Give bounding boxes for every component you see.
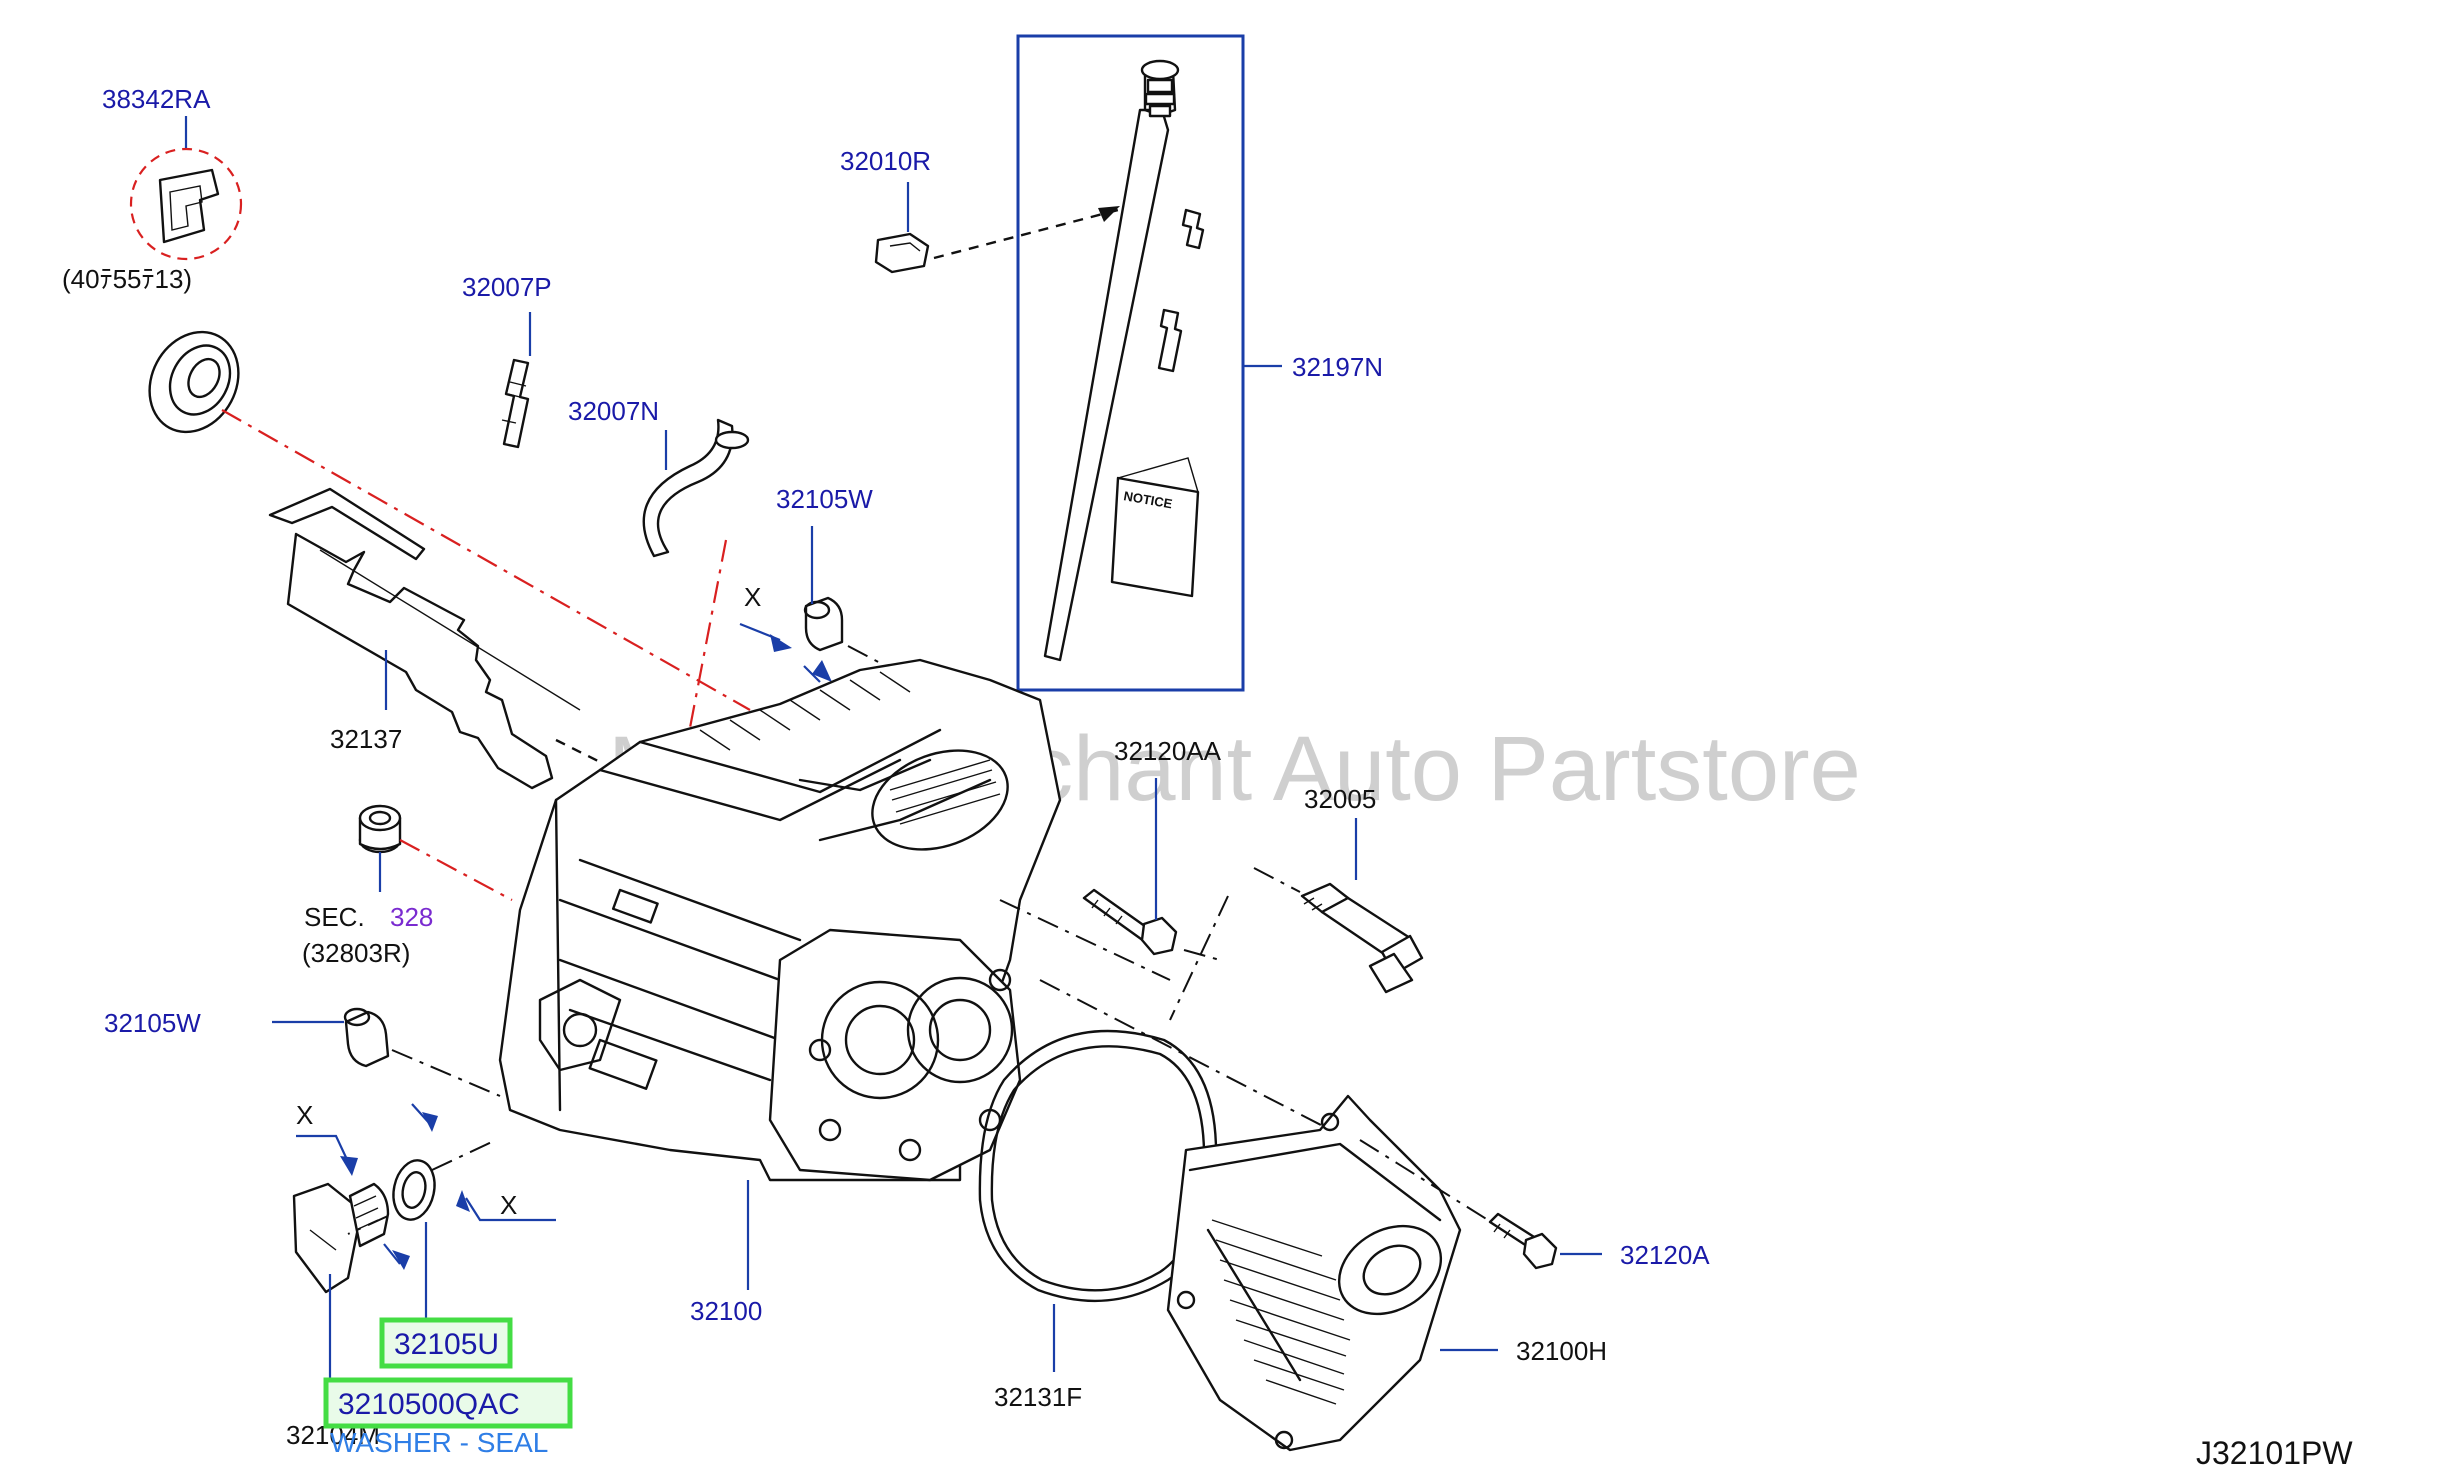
bearing-icon[interactable]	[133, 316, 256, 447]
callout-label[interactable]: (32803R)	[302, 938, 410, 968]
highlight-description: WASHER - SEAL	[330, 1427, 548, 1458]
vent-pipe-part[interactable]	[501, 358, 530, 449]
callout-label[interactable]: 328	[390, 902, 433, 932]
bushing-lower-part[interactable]	[343, 1007, 390, 1068]
x-marker-top: X	[744, 582, 761, 612]
bolt-lower-part[interactable]	[1488, 1212, 1558, 1270]
diagram-code: J32101PW	[2196, 1435, 2353, 1471]
callout-label[interactable]: 32007N	[568, 396, 659, 426]
sleeve-part[interactable]	[358, 804, 402, 854]
callout-label[interactable]: 32105W	[776, 484, 873, 514]
callout-label[interactable]: 32131F	[994, 1382, 1082, 1412]
deflector-plate-part[interactable]	[268, 487, 581, 790]
breather-hose-part[interactable]	[642, 418, 750, 558]
callout-label[interactable]: 32120A	[1620, 1240, 1710, 1270]
highlight-oem-number[interactable]: 3210500QAC	[338, 1388, 520, 1421]
extension-cover-part[interactable]	[1166, 1094, 1462, 1452]
callout-label[interactable]: 32005	[1304, 784, 1376, 814]
callout-label[interactable]: 32105W	[104, 1008, 201, 1038]
bushing-upper-part[interactable]	[803, 596, 844, 652]
callout-label[interactable]: 32100	[690, 1296, 762, 1326]
callout-label[interactable]: 32137	[330, 724, 402, 754]
callout-label: (40ﾃ55ﾃ13)	[62, 264, 192, 294]
x-marker-left: X	[296, 1100, 313, 1130]
clip-part[interactable]	[874, 232, 930, 274]
x-marker-right: X	[500, 1190, 517, 1220]
transmission-case-part[interactable]	[498, 658, 1062, 1182]
sensor-part[interactable]	[1300, 882, 1424, 994]
callout-label[interactable]: 32100H	[1516, 1336, 1607, 1366]
oil-seal-icon[interactable]	[158, 168, 220, 244]
washer-seal-part[interactable]	[388, 1156, 440, 1223]
callout-label[interactable]: 32010R	[840, 146, 931, 176]
highlight-part-number[interactable]: 32105U	[394, 1328, 499, 1361]
bolt-upper-part[interactable]	[1082, 888, 1178, 956]
highlight-box-secondary	[323, 1377, 573, 1429]
callout-label: SEC.	[304, 902, 365, 932]
callout-label[interactable]: 32120AA	[1114, 736, 1222, 766]
highlight-box-primary	[379, 1317, 513, 1369]
callout-label[interactable]: 32197N	[1292, 352, 1383, 382]
callout-label[interactable]: 32007P	[462, 272, 552, 302]
callout-label[interactable]: 38342RA	[102, 84, 211, 114]
dipstick-kit[interactable]: NOTICE	[1016, 34, 1245, 692]
drain-plug-part[interactable]	[292, 1182, 390, 1294]
